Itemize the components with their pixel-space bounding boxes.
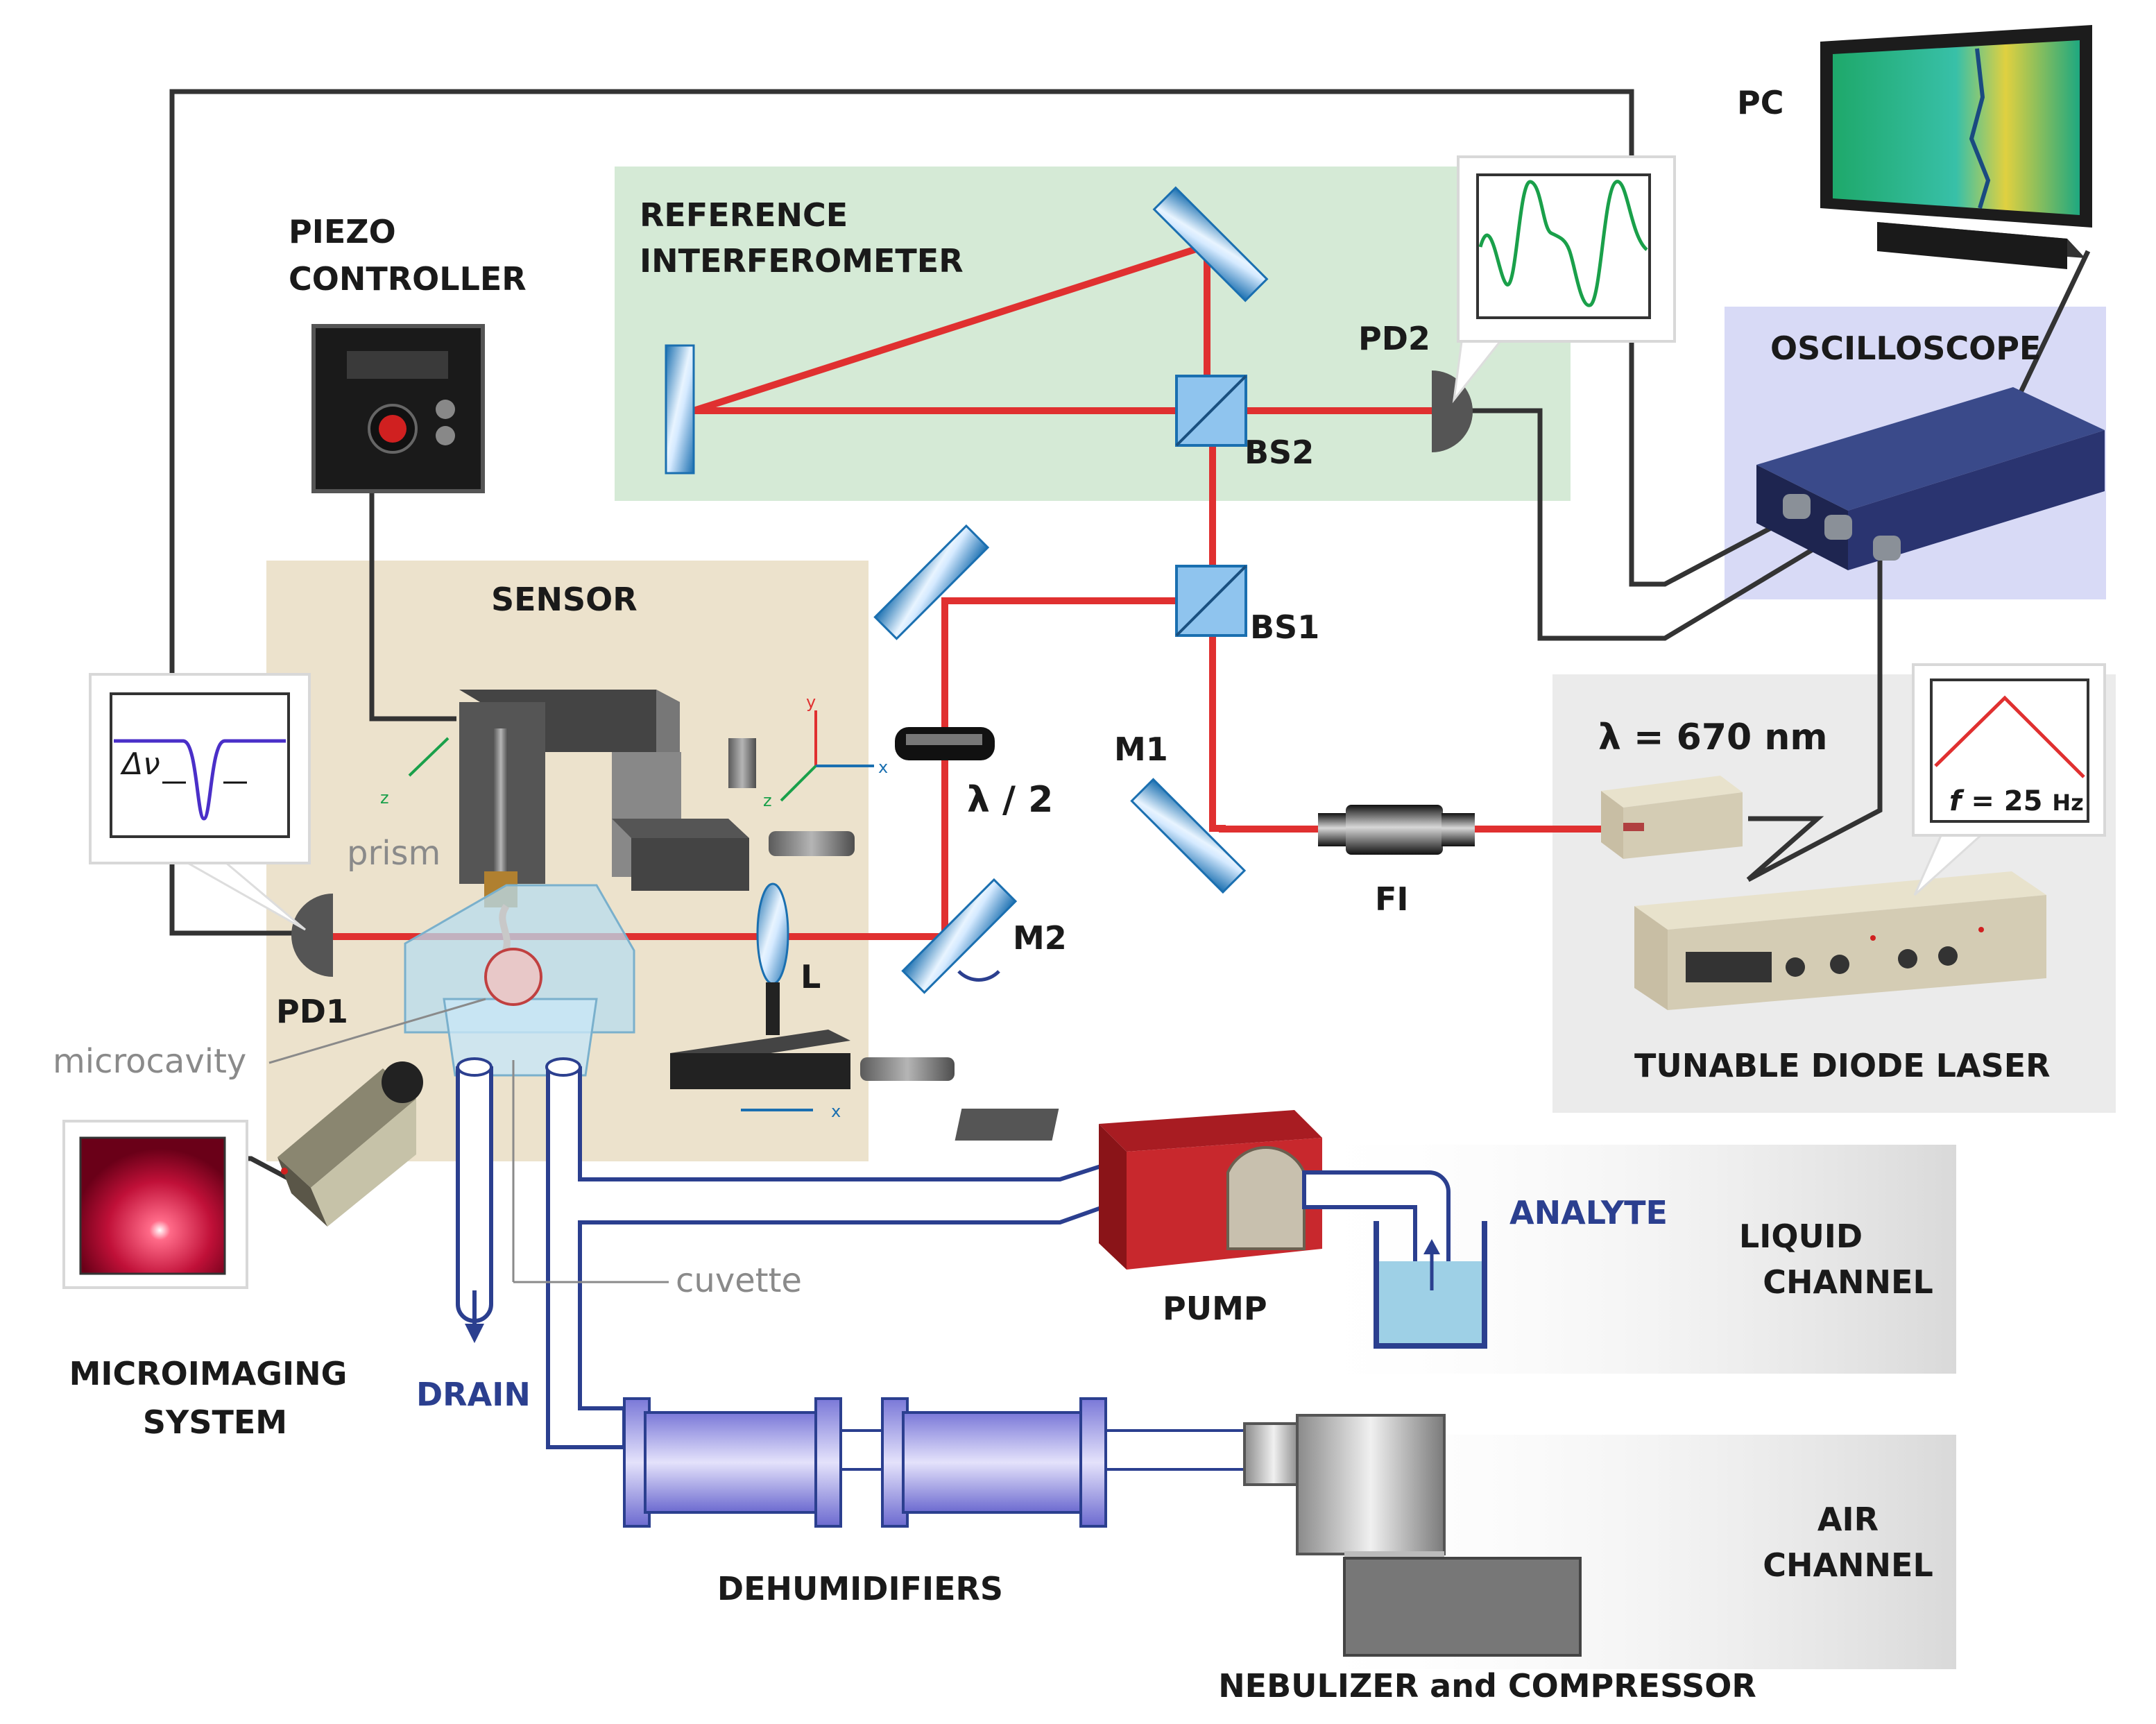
bs1-beam-splitter-icon: [1175, 565, 1247, 637]
cuvette-label: cuvette: [676, 1261, 802, 1300]
reference-mirror-top-icon: [1152, 186, 1269, 302]
laser-controller-icon: [1634, 871, 2046, 1010]
drain-label: DRAIN: [416, 1376, 531, 1413]
lens-icon: [756, 882, 789, 1035]
prism-icon: [404, 884, 635, 1077]
sawtooth-trace: [1934, 695, 2085, 778]
upper-left-mirror-icon: [873, 524, 990, 640]
pump-label: PUMP: [1163, 1290, 1267, 1327]
microimaging-label-2: SYSTEM: [143, 1403, 287, 1441]
m1-mirror-icon: [1130, 778, 1247, 894]
bs1-label: BS1: [1250, 608, 1319, 646]
m2-label: M2: [1013, 919, 1067, 957]
beaker-icon: [1374, 1221, 1487, 1349]
dehumidifiers-label: DEHUMIDIFIERS: [717, 1570, 1003, 1607]
piezo-label-2: CONTROLLER: [289, 260, 527, 298]
delta-nu-label: Δν: [120, 746, 160, 782]
liquid-label-1: LIQUID: [1739, 1218, 1863, 1255]
pd2-interference-trace: [1478, 180, 1648, 307]
microimaging-label-1: MICROIMAGING: [69, 1355, 348, 1392]
analyte-label: ANALYTE: [1509, 1194, 1668, 1231]
air-label-2: CHANNEL: [1763, 1546, 1933, 1584]
oscilloscope-icon: [1756, 387, 2105, 570]
piezo-controller-icon: [311, 324, 485, 493]
lens-stage-icon: x: [670, 1030, 955, 1121]
microimaging-image-frame: [62, 1120, 248, 1289]
pd2-label: PD2: [1358, 320, 1430, 357]
reference-label-1: REFERENCE: [640, 196, 848, 234]
microcavity-leader: [268, 998, 486, 1064]
nebulizer-label: NEBULIZER and COMPRESSOR: [1218, 1667, 1756, 1705]
bs2-label: BS2: [1244, 434, 1314, 471]
reference-label-2: INTERFEROMETER: [640, 242, 964, 280]
pd2-photodiode-icon: [1432, 370, 1473, 452]
wavelength-label: λ = 670 nm: [1598, 717, 1828, 758]
bs2-beam-splitter-icon: [1175, 375, 1247, 447]
m2-rotation-arrow-icon: [957, 970, 1000, 982]
lens-axis-x-label: x: [831, 1102, 841, 1121]
osc-knob-1: [1783, 494, 1811, 519]
pd1-label: PD1: [276, 993, 348, 1030]
microcavity-label: microcavity: [53, 1042, 246, 1081]
axis-z-left-label: z: [380, 788, 389, 808]
axes-right: y x z: [763, 692, 888, 810]
axes-left: z: [380, 737, 450, 808]
osc-knob-2: [1824, 515, 1852, 540]
signal-cables: [160, 89, 2091, 1186]
freq-label: f = 25 Hz: [1949, 785, 2084, 817]
reference-mirror-left-icon: [665, 344, 695, 475]
dehumidifier-icon-2: [881, 1397, 1107, 1528]
nebulizer-icon: [1243, 1414, 1582, 1657]
half-wave-label: λ / 2: [967, 779, 1053, 821]
fi-label: FI: [1375, 880, 1409, 918]
sensor-label: SENSOR: [491, 581, 638, 618]
axis-x-label: x: [878, 758, 888, 777]
prism-label: prism: [347, 834, 440, 873]
m1-label: M1: [1114, 731, 1168, 768]
laser-label: TUNABLE DIODE LASER: [1634, 1047, 2051, 1084]
axis-z-right-label: z: [763, 791, 772, 810]
oscilloscope-label: OSCILLOSCOPE: [1770, 330, 2041, 367]
axis-y-label: y: [806, 692, 816, 712]
piezo-label-1: PIEZO: [289, 213, 396, 250]
pc-monitor-icon: [1820, 25, 2092, 269]
dehumidifier-icon-1: [623, 1397, 842, 1528]
lens-label: L: [801, 958, 821, 996]
pump-icon: [955, 1109, 1322, 1270]
air-label-1: AIR: [1817, 1501, 1879, 1538]
pc-label: PC: [1737, 84, 1783, 121]
dehumidifier-connector: [839, 1429, 884, 1471]
half-wave-plate-icon: [895, 727, 995, 760]
microcavity-sphere-icon: [484, 948, 542, 1006]
faraday-isolator-icon: [1318, 805, 1475, 855]
drain-arrowhead: [465, 1324, 484, 1343]
pd2-trace-callout: [1452, 155, 1676, 404]
nebulizer-connector: [1104, 1429, 1246, 1471]
camera-icon: [277, 1061, 423, 1227]
reference-interferometer-panel: [615, 167, 1571, 501]
pd1-resonance-dip-trace: [114, 739, 286, 821]
osc-knob-3: [1873, 536, 1901, 561]
pd1-trace-callout: Δν: [89, 673, 311, 931]
diode-laser-icon: [1601, 776, 1743, 859]
m2-mirror-icon: [901, 878, 1018, 994]
sawtooth-callout: f = 25 Hz: [1912, 663, 2106, 896]
liquid-label-2: CHANNEL: [1763, 1263, 1933, 1301]
pd1-photodiode-icon: [291, 894, 333, 977]
